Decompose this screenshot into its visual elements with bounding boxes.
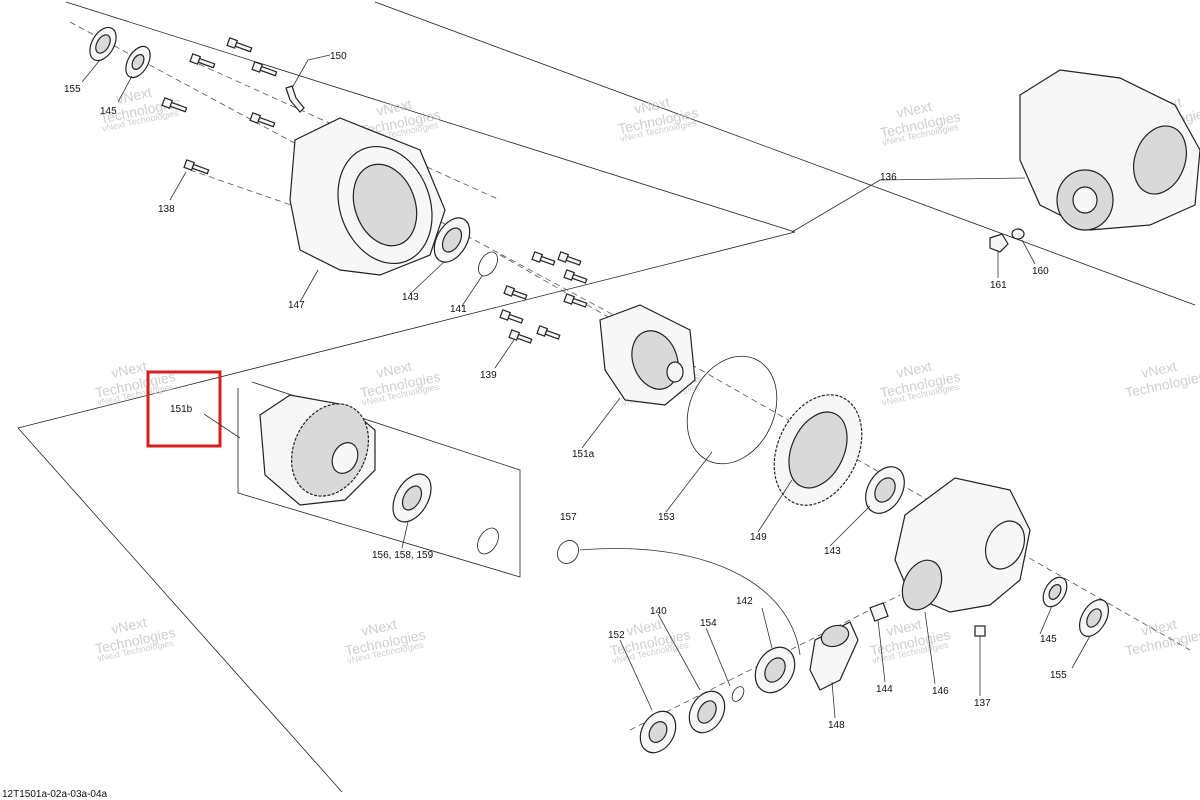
label-139: 139 — [480, 370, 497, 381]
part-154-ring — [731, 686, 745, 702]
label-152: 152 — [608, 630, 625, 641]
part-151b-differential — [259, 394, 376, 506]
part-148-pinion — [809, 621, 859, 691]
watermark-line1: vNext — [110, 358, 148, 381]
subassembly-box — [237, 381, 521, 578]
label-142: 142 — [736, 596, 753, 607]
leader-157-arrow — [579, 548, 801, 656]
watermark-line1: vNext — [633, 94, 671, 117]
label-138: 138 — [158, 204, 175, 215]
watermark: vNext Technologies vNext Technologies — [94, 358, 177, 408]
part-labels: 155 145 150 138 147 143 141 139 151a 153… — [64, 51, 1067, 731]
watermark-line1: vNext — [885, 616, 923, 639]
label-155-top: 155 — [64, 84, 81, 95]
part-160-washer — [1011, 228, 1025, 240]
watermark-line1: vNext — [895, 98, 933, 121]
part-144-needle-bearing — [869, 602, 889, 622]
part-151a-carrier — [599, 304, 696, 406]
label-153: 153 — [658, 512, 675, 523]
part-150-breather — [285, 85, 305, 113]
label-146: 146 — [932, 686, 949, 697]
label-140: 140 — [650, 606, 667, 617]
watermark-line1: vNext — [360, 616, 398, 639]
part-153-oring — [686, 355, 778, 465]
label-151b: 151b — [170, 404, 193, 415]
label-145-right: 145 — [1040, 634, 1057, 645]
boundary-top-left — [65, 1, 796, 233]
leader-lines — [81, 54, 1091, 719]
watermark: vNext Technologies — [1124, 616, 1200, 659]
part-circlip — [477, 527, 499, 555]
part-147-housing-cover — [289, 117, 446, 276]
part-155-seal-right — [1078, 599, 1110, 637]
label-147: 147 — [288, 300, 305, 311]
part-145-bearing-right — [1042, 576, 1068, 608]
watermark-line1: vNext — [1140, 358, 1178, 381]
label-137: 137 — [974, 698, 991, 709]
part-140-nut — [688, 690, 726, 734]
label-143-mid: 143 — [824, 546, 841, 557]
watermark: vNext Technologies vNext Technologies — [94, 614, 177, 664]
label-156-158-159: 156, 158, 159 — [372, 550, 434, 561]
boundary-top-right — [374, 1, 1196, 306]
highlight-box-151b — [146, 370, 222, 448]
boundary-left — [17, 427, 343, 793]
watermark: vNext Technologies vNext Technologies — [617, 94, 700, 144]
part-143-bearing-upper — [433, 217, 471, 263]
label-160: 160 — [1032, 266, 1049, 277]
label-143-upper: 143 — [402, 292, 419, 303]
diagram-code: 12T1501a-02a-03a-04a — [2, 789, 108, 800]
part-136-assembly — [1019, 69, 1200, 231]
part-155-seal-top — [89, 26, 117, 62]
label-154: 154 — [700, 618, 717, 629]
watermark: vNext Technologies vNext Technologies — [879, 98, 962, 148]
label-148: 148 — [828, 720, 845, 731]
label-144: 144 — [876, 684, 893, 695]
part-141-ring — [478, 251, 498, 277]
watermark: vNext Technologies vNext Technologies — [344, 616, 427, 666]
label-141: 141 — [450, 304, 467, 315]
watermark: vNext Technologies vNext Technologies — [359, 358, 442, 408]
bolts-139 — [499, 251, 588, 344]
label-136: 136 — [880, 172, 897, 183]
watermark-line1: vNext — [110, 614, 148, 637]
label-161: 161 — [990, 280, 1007, 291]
watermark-line1: vNext — [895, 358, 933, 381]
part-143-bearing-mid — [865, 466, 905, 514]
part-149-ring-gear — [773, 394, 863, 506]
label-151a: 151a — [572, 449, 595, 460]
part-152-seal — [639, 710, 677, 754]
part-161-bolt — [989, 233, 1009, 253]
bolts-138 — [161, 37, 278, 175]
part-145-bearing-top — [125, 45, 151, 79]
part-146-main-housing — [894, 477, 1031, 613]
watermark-line1: vNext — [625, 616, 663, 639]
watermark-line1: vNext — [375, 358, 413, 381]
label-157: 157 — [560, 512, 577, 523]
watermark-line1: vNext — [375, 96, 413, 119]
part-137-plug — [974, 625, 986, 637]
part-142-bearing — [754, 646, 796, 694]
watermark: vNext Technologies vNext Technologies — [879, 358, 962, 408]
watermark: vNext Technologies — [1124, 358, 1200, 401]
part-157-shim — [557, 540, 579, 564]
part-156-158-159-shims — [392, 473, 432, 523]
watermark-line1: vNext — [1140, 616, 1178, 639]
label-150: 150 — [330, 51, 347, 62]
label-155-right: 155 — [1050, 670, 1067, 681]
label-149: 149 — [750, 532, 767, 543]
label-145-top: 145 — [100, 106, 117, 117]
